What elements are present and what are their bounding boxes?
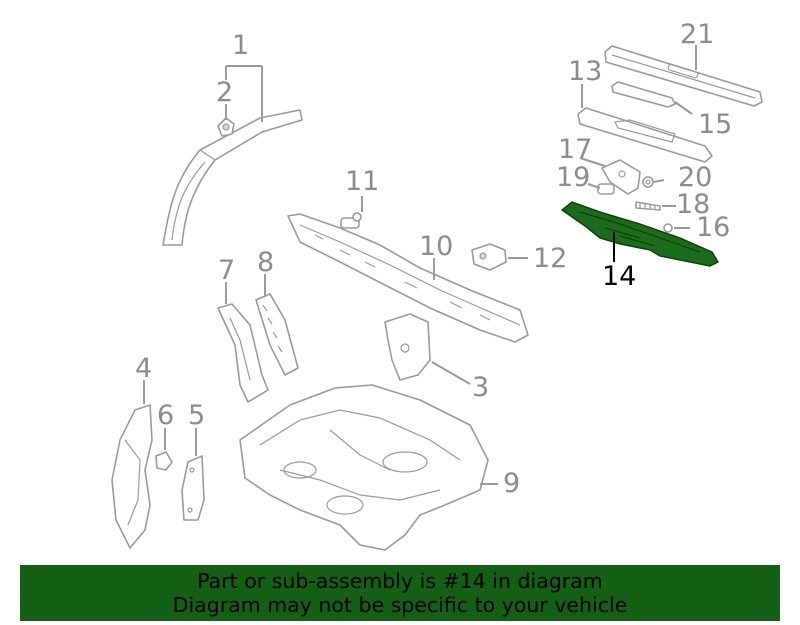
callout-13: 13 [568,56,602,87]
part-19-bolt[interactable] [597,183,615,195]
part-18-screw[interactable] [635,201,661,211]
leader-lines [143,45,697,485]
callout-20: 20 [678,162,712,193]
callout-17: 17 [558,134,592,165]
callout-5: 5 [188,400,205,431]
part-16-nut[interactable] [663,223,673,233]
part-4-panel[interactable] [111,404,153,549]
callout-18: 18 [676,189,710,220]
callout-21: 21 [680,19,714,50]
part-6-clip[interactable] [155,451,173,471]
part-21-sill-plate[interactable] [604,45,763,107]
callout-4: 4 [135,353,152,384]
part-5-bracket[interactable] [181,455,205,521]
callout-2: 2 [216,77,233,108]
part-1-pillar-trim[interactable] [162,109,303,246]
part-20-nut[interactable] [642,176,654,188]
part-7-bracket[interactable] [217,303,269,403]
callout-9: 9 [503,468,520,499]
callout-8: 8 [257,247,274,278]
part-9-floor-pan[interactable] [239,384,489,551]
part-17-bracket[interactable] [601,159,641,195]
part-10-cross-member[interactable] [287,213,529,343]
callout-labels: 1 2 3 4 5 6 7 8 9 10 11 12 13 14 15 16 1… [135,19,732,499]
part-15-insert[interactable] [611,81,676,108]
part-2-clip[interactable] [217,117,235,137]
callout-15: 15 [698,109,732,140]
part-8-bracket[interactable] [255,293,299,376]
callout-16: 16 [696,212,730,243]
callout-12: 12 [533,243,567,274]
part-11-stud[interactable] [340,212,362,229]
callout-10: 10 [419,231,453,262]
callout-11: 11 [345,166,379,197]
callout-6: 6 [157,400,174,431]
callout-1: 1 [232,30,249,61]
part-13-scuff-plate[interactable] [577,107,713,163]
callout-19: 19 [556,162,590,193]
info-banner: Part or sub-assembly is #14 in diagram D… [20,565,780,621]
part-3-panel[interactable] [384,313,431,381]
callout-7: 7 [218,255,235,286]
banner-line-2: Diagram may not be specific to your vehi… [172,593,628,617]
callout-14: 14 [602,261,636,292]
callout-3: 3 [472,372,489,403]
part-14-highlighted-cross-member[interactable] [560,201,719,267]
part-12-bracket[interactable] [471,243,507,271]
banner-line-1: Part or sub-assembly is #14 in diagram [197,569,603,593]
